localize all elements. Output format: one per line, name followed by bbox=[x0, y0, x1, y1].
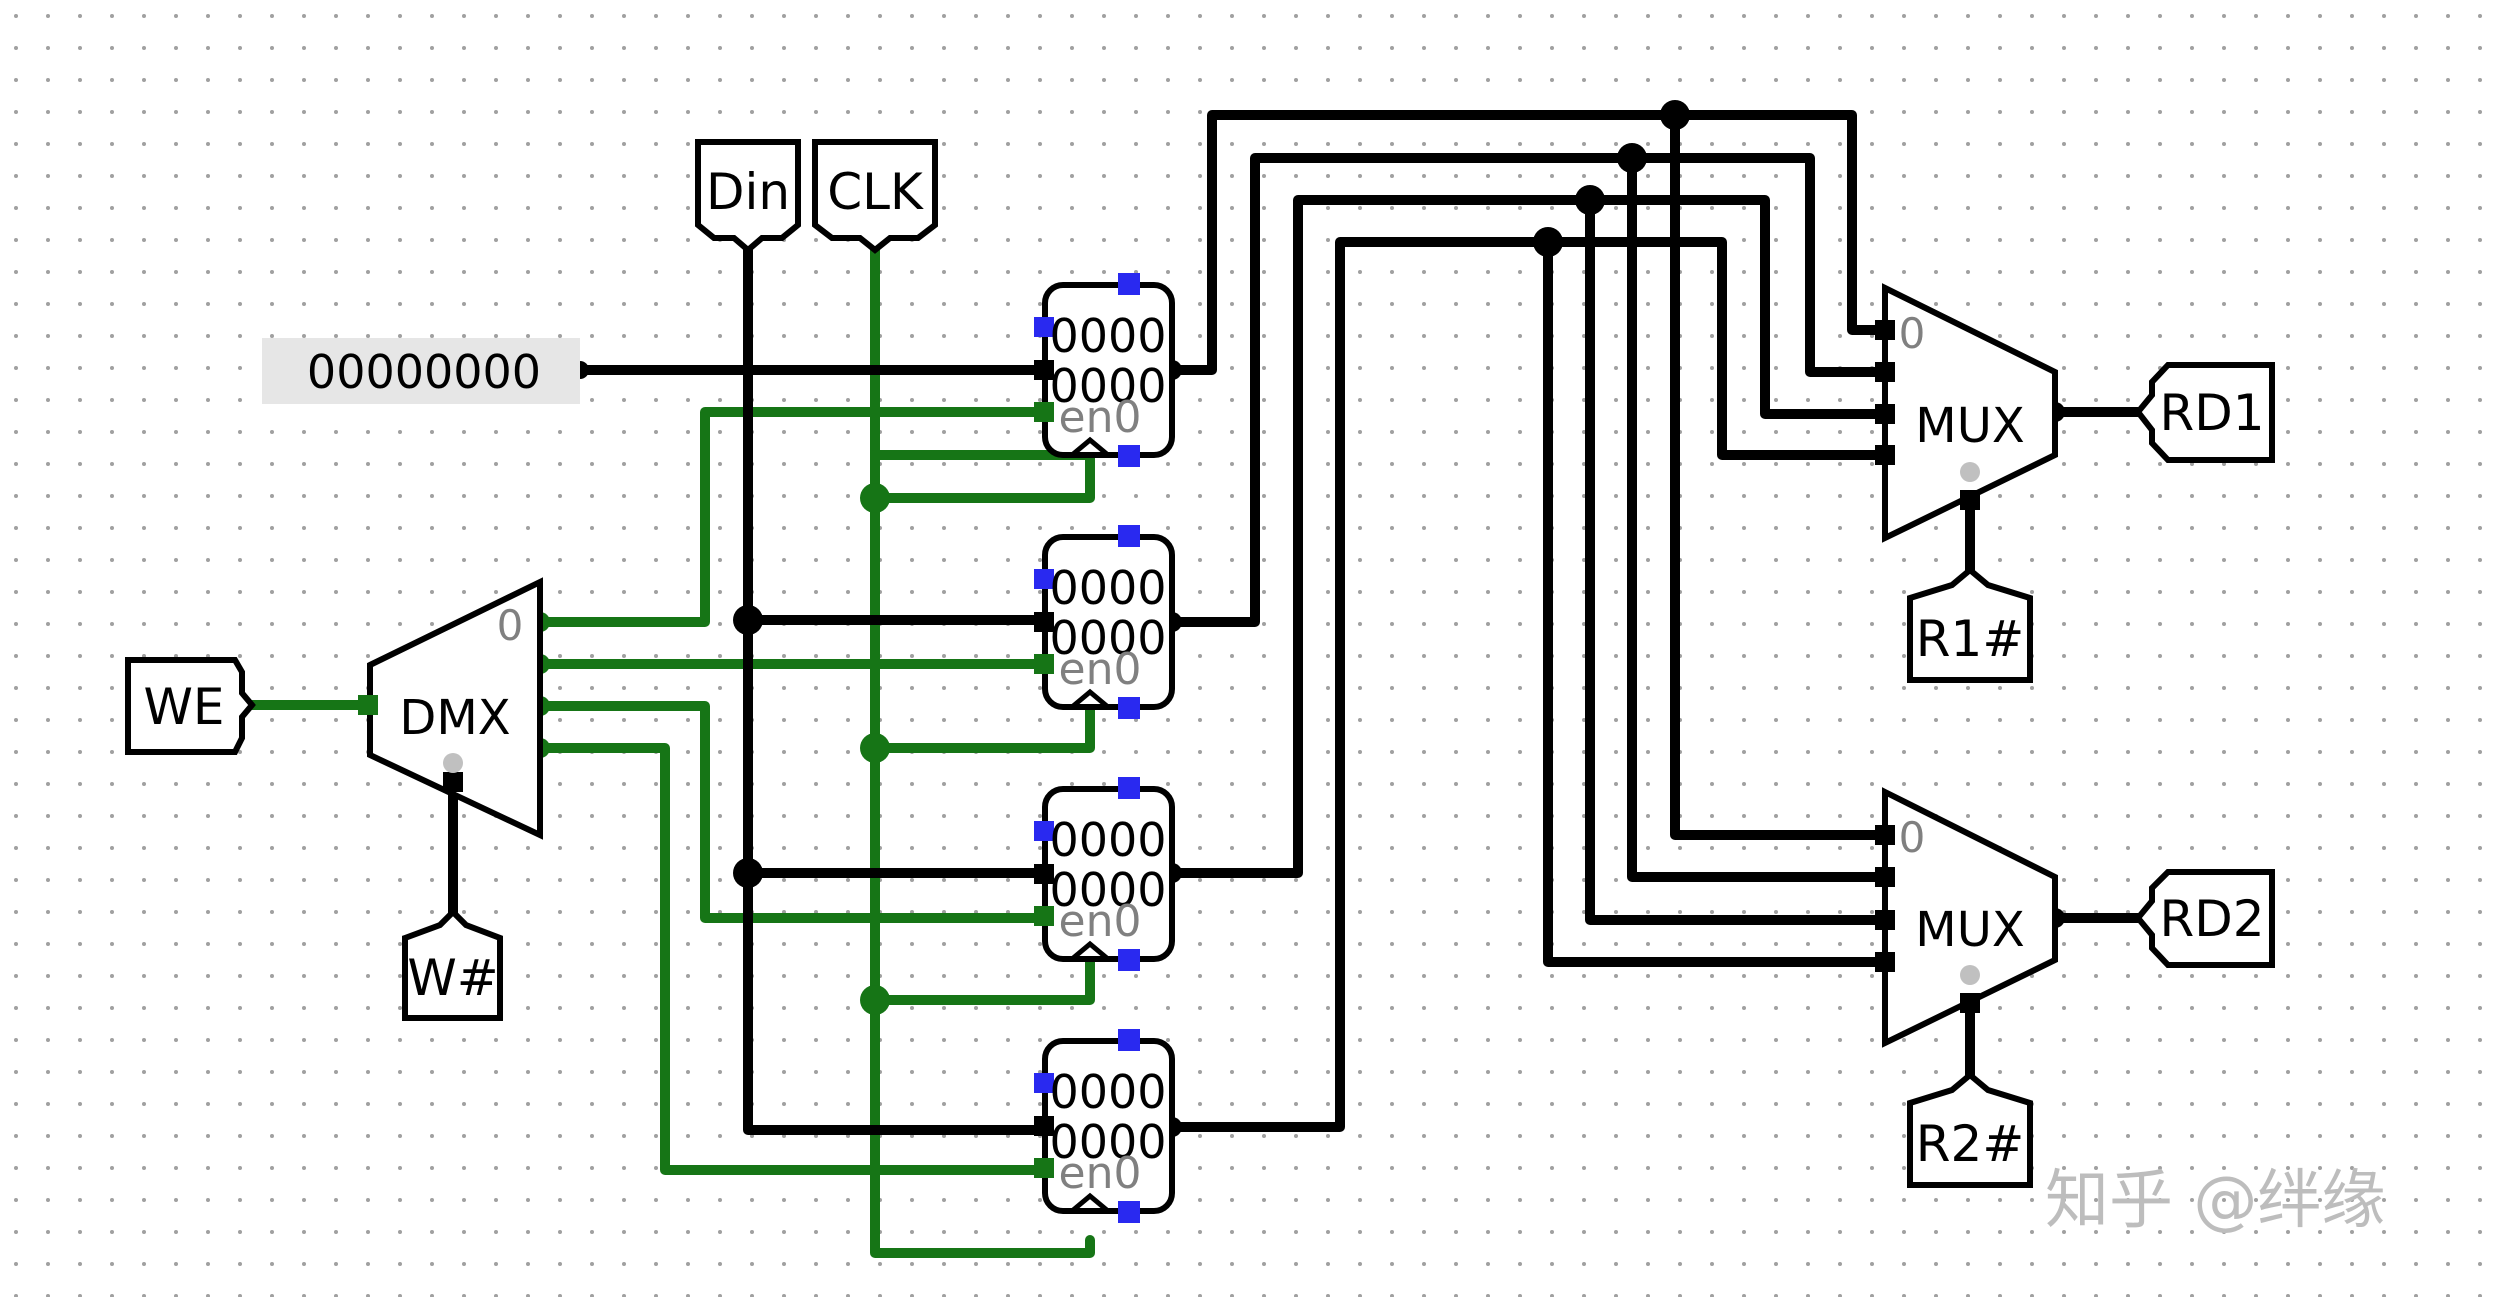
mux-2-label: MUX bbox=[1915, 902, 2024, 958]
pin-rd2[interactable]: RD2 bbox=[2134, 869, 2275, 968]
mux-2: MUX 0 bbox=[1875, 787, 2058, 1048]
register-1-line1: 0000 bbox=[1049, 561, 1166, 615]
pin-rd2-label: RD2 bbox=[2159, 890, 2264, 948]
register-3: 0000 0000 en0 bbox=[1034, 1029, 1175, 1223]
register-1-enable: en0 bbox=[1059, 644, 1142, 695]
pin-din-label: Din bbox=[706, 163, 790, 221]
pin-w-sel[interactable]: W# bbox=[402, 907, 503, 1021]
mux-1: MUX 0 bbox=[1875, 283, 2058, 543]
pin-clk-label: CLK bbox=[827, 163, 924, 221]
pin-r2-sel[interactable]: R2# bbox=[1907, 1071, 2033, 1188]
register-1-line2: 0000 bbox=[1049, 611, 1166, 665]
data-wires bbox=[448, 110, 2143, 1135]
demux-block: DMX 0 bbox=[358, 577, 543, 840]
register-3-enable: en0 bbox=[1059, 1148, 1142, 1199]
demux-output-zero: 0 bbox=[497, 601, 524, 650]
register-2-line1: 0000 bbox=[1049, 813, 1166, 867]
pin-r1-sel[interactable]: R1# bbox=[1907, 566, 2033, 683]
pin-r1-sel-label: R1# bbox=[1916, 610, 2024, 668]
register-1: 0000 0000 en0 bbox=[1034, 525, 1175, 719]
register-0-line1: 0000 bbox=[1049, 309, 1166, 363]
constant-block: 00000000 bbox=[262, 338, 580, 404]
pin-rd1-label: RD1 bbox=[2159, 384, 2264, 442]
register-2-enable: en0 bbox=[1059, 896, 1142, 947]
register-2: 0000 0000 en0 bbox=[1034, 777, 1175, 971]
pin-we[interactable]: WE bbox=[125, 657, 256, 755]
pin-clk[interactable]: CLK bbox=[812, 139, 938, 254]
register-0-line2: 0000 bbox=[1049, 359, 1166, 413]
register-3-line2: 0000 bbox=[1049, 1115, 1166, 1169]
mux-2-input-zero: 0 bbox=[1899, 813, 1926, 862]
watermark: 知乎 @绊缘 bbox=[2045, 1164, 2385, 1238]
mux-1-label: MUX bbox=[1915, 398, 2024, 454]
register-0-enable: en0 bbox=[1059, 392, 1142, 443]
constant-value: 00000000 bbox=[307, 345, 541, 399]
pin-w-sel-label: W# bbox=[407, 949, 498, 1007]
register-2-line2: 0000 bbox=[1049, 863, 1166, 917]
pin-we-label: WE bbox=[143, 678, 224, 736]
register-3-line1: 0000 bbox=[1049, 1065, 1166, 1119]
pin-din[interactable]: Din bbox=[695, 139, 801, 254]
register-0: 0000 0000 en0 bbox=[1034, 273, 1175, 467]
demux-label: DMX bbox=[399, 690, 510, 746]
pin-r2-sel-label: R2# bbox=[1916, 1115, 2024, 1173]
pin-rd1[interactable]: RD1 bbox=[2134, 362, 2275, 463]
mux-1-input-zero: 0 bbox=[1899, 309, 1926, 358]
